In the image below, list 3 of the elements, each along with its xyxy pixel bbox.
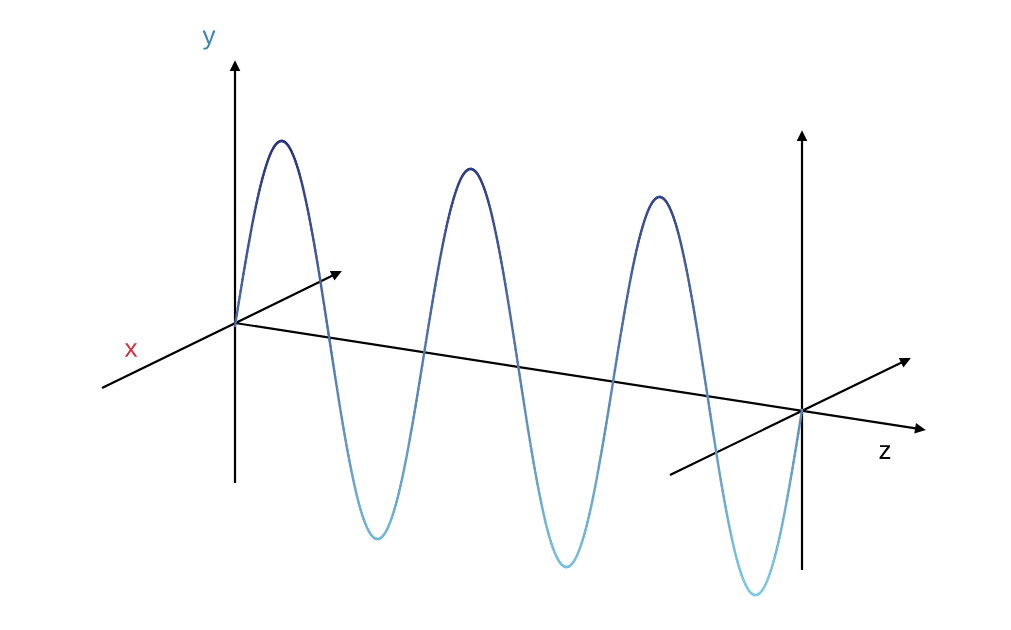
axis-label: z xyxy=(879,445,891,459)
axis-label: y xyxy=(202,30,216,50)
axis-label: x xyxy=(124,343,138,357)
